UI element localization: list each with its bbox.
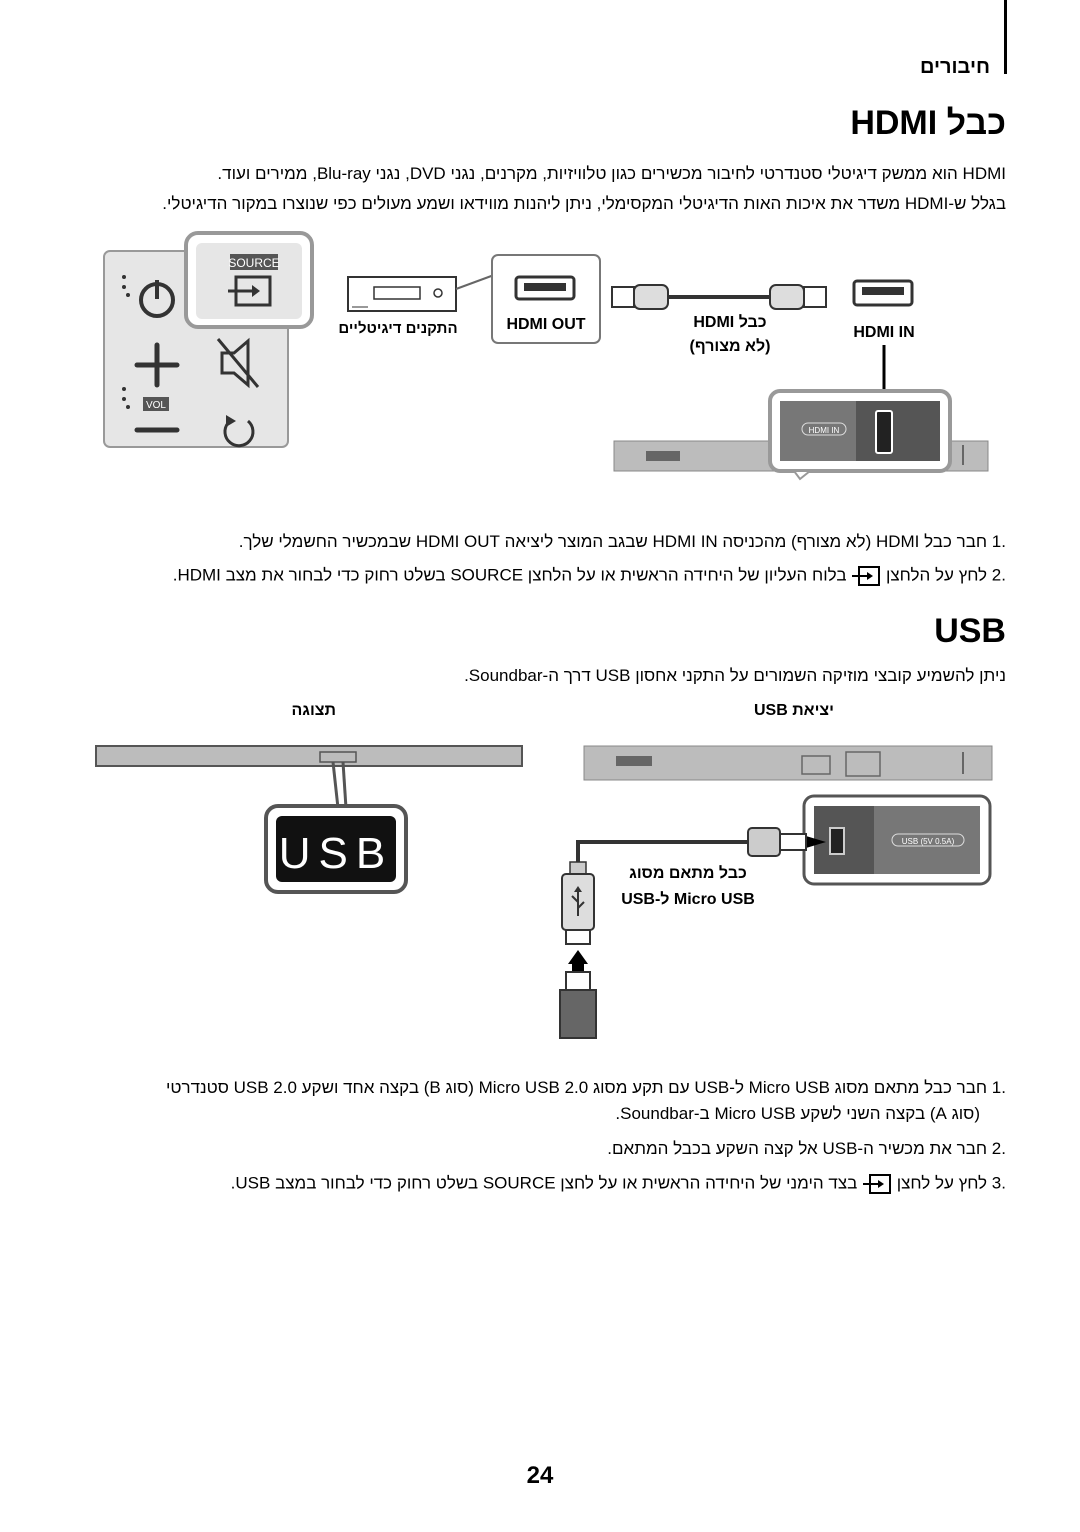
source-input-icon: [852, 566, 881, 586]
step-text: בצד הימני של היחידה הראשית או על לחצן SO…: [230, 1173, 858, 1193]
step-number: .2: [991, 565, 1006, 585]
digital-devices-label: התקנים דיגיטליים: [338, 320, 457, 337]
usb-step-1: .1 חבר כבל מתאם מסוג Micro USB ל-USB עם …: [46, 1078, 1006, 1098]
digital-device-icon: [347, 276, 457, 312]
usb-flash-drive: [559, 971, 597, 1039]
soundbar-top: [95, 745, 523, 767]
source-input-icon: [863, 1174, 892, 1194]
usb-display-text: USB: [279, 829, 393, 878]
hdmi-cable-note: (לא מצורף): [690, 337, 771, 355]
hdmi-out-label: HDMI OUT: [506, 316, 585, 333]
hdmi-step-2: .2 לחץ על הלחצן בלוח העליון של היחידה הר…: [46, 565, 1006, 587]
hdmi-intro-line-1: HDMI הוא ממשק דיגיטלי סטנדרטי לחיבור מכש…: [217, 164, 1006, 183]
vol-label: VOL: [146, 400, 166, 411]
hdmi-cable: [611, 284, 827, 310]
hdmi-step-1: .1 חבר כבל HDMI (לא מצורף) מהכניסה HDMI …: [46, 532, 1006, 552]
usb-port-panel-callout: [802, 794, 992, 886]
micro-usb-adapter-cable: [561, 827, 826, 945]
hdmi-in-panel-label: HDMI IN: [809, 426, 840, 435]
plus-icon: [134, 342, 180, 388]
adapter-cable-type: Micro USB ל-USB: [621, 890, 755, 908]
step-text: חבר את מכשיר ה-USB אל קצה השקע בכבל המתא…: [607, 1139, 988, 1158]
hdmi-cable-label: כבל HDMI: [693, 313, 766, 331]
hdmi-in-panel-callout: [768, 389, 952, 481]
step-text: בלוח העליון של היחידה הראשית או על הלחצן…: [172, 565, 847, 585]
step-number: .2: [991, 1139, 1006, 1158]
step-number: .1: [991, 1078, 1006, 1097]
usb-intro: ניתן להשמיע קובצי מוזיקה השמורים על התקנ…: [464, 666, 1006, 685]
soundbar-rear-usb: [583, 745, 993, 781]
vol-badge: [143, 397, 169, 411]
power-icon: [139, 280, 175, 318]
hdmi-out-callout: [491, 254, 601, 344]
header-rule: [1004, 0, 1007, 74]
usb-connection-diagram: USB USB (5V 0.5A) כבל מתאם מסוג Micro US…: [95, 745, 993, 1039]
source-button-callout: SOURCE: [184, 231, 314, 329]
step-text: חבר כבל מתאם מסוג Micro USB ל-USB עם תקע…: [166, 1078, 988, 1097]
step-text: לחץ על הלחצן: [885, 565, 988, 585]
source-label: SOURCE: [228, 256, 279, 270]
hdmi-in-label: HDMI IN: [853, 324, 914, 341]
usb-port-label: יציאת USB: [753, 702, 834, 719]
usb-symbol-icon: [571, 886, 585, 916]
step-number: .1: [991, 532, 1006, 551]
page-number: 24: [526, 1462, 554, 1489]
step-text: לחץ על לחצן: [896, 1173, 988, 1193]
usb-section-title: USB: [934, 612, 1006, 650]
hdmi-in-port-icon: [852, 279, 914, 307]
usb-step-2: .2 חבר את מכשיר ה-USB אל קצה השקע בכבל ה…: [46, 1139, 1006, 1159]
repeat-icon: [223, 415, 255, 448]
source-input-icon: [228, 275, 272, 307]
step-number: .3: [991, 1173, 1006, 1193]
usb-display-panel: [264, 804, 408, 894]
section-header: חיבורים: [919, 56, 990, 78]
display-label: תצוגה: [291, 702, 336, 719]
mute-icon: [216, 337, 260, 389]
step-text: חבר כבל HDMI (לא מצורף) מהכניסה HDMI IN …: [238, 532, 988, 551]
hdmi-intro-line-2: בגלל ש-HDMI משדר את איכות האות הדיגיטלי …: [162, 194, 1006, 213]
adapter-cable-label: כבל מתאם מסוג: [629, 864, 747, 882]
hdmi-section-title: כבל HDMI: [850, 104, 1006, 142]
usb-port-panel-label: USB (5V 0.5A): [902, 837, 955, 846]
insert-arrow-icon: [568, 950, 588, 964]
hdmi-connection-diagram: VOL SOURCE התקנים דיגיטליים HDMI OUT: [103, 231, 989, 481]
usb-step-1-cont: (סוג A) בקצה השני לשקע Micro USB ב-Sound…: [615, 1104, 980, 1123]
usb-step-3: .3 לחץ על לחצן בצד הימני של היחידה הראשי…: [46, 1173, 1006, 1195]
